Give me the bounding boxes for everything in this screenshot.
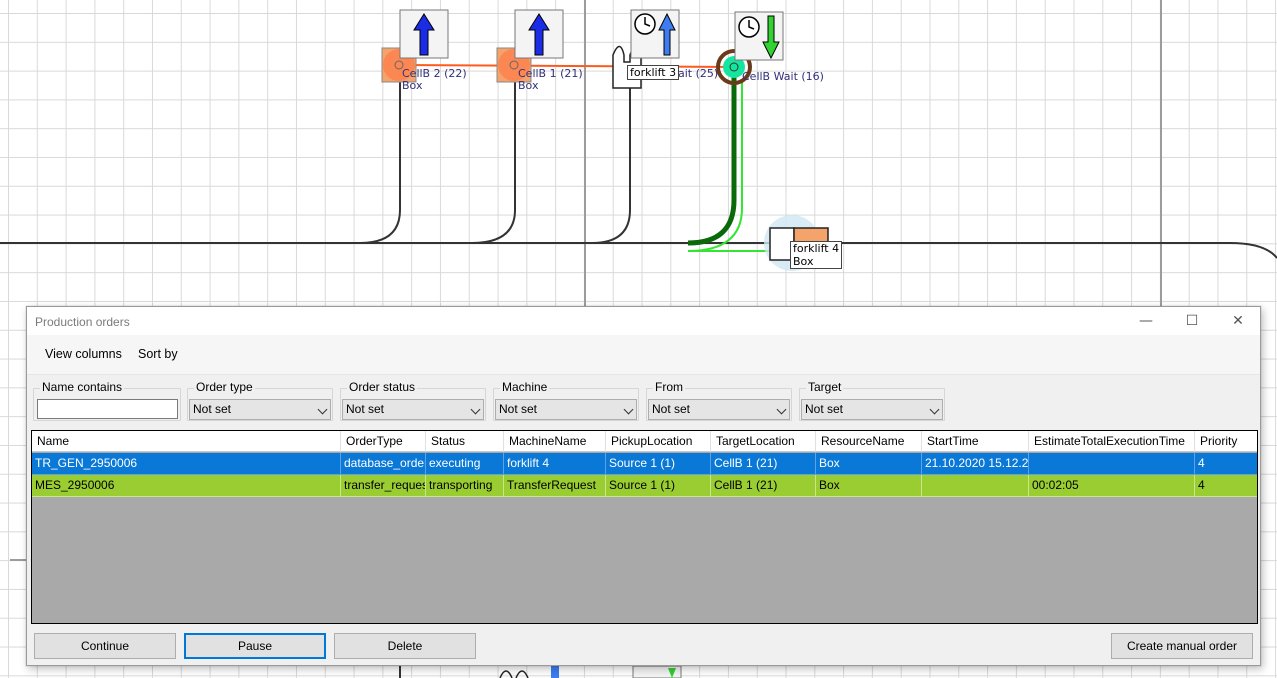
menu-bar: View columns Sort by xyxy=(27,335,1260,375)
cell-targetlocation: CellB 1 (21) xyxy=(711,475,816,497)
cell-starttime xyxy=(922,475,1029,497)
cell-estimatetime xyxy=(1029,453,1195,475)
station-label: ait (25) xyxy=(678,67,719,80)
column-header-resourcename[interactable]: ResourceName xyxy=(816,431,922,452)
filter-machine: Machine Not set xyxy=(493,380,639,421)
cell-status: executing xyxy=(426,453,504,475)
cell-starttime: 21.10.2020 15.12.26 xyxy=(922,453,1029,475)
up-arrow-icon xyxy=(399,9,449,59)
column-header-priority[interactable]: Priority xyxy=(1195,431,1257,452)
cell-priority: 4 xyxy=(1195,475,1257,497)
filter-label: Machine xyxy=(500,380,550,394)
filter-name-contains: Name contains xyxy=(33,380,181,421)
title-bar[interactable]: Production orders — ☐ ✕ xyxy=(27,307,1260,335)
select-value: Not set xyxy=(193,402,232,416)
close-icon: ✕ xyxy=(1232,313,1244,329)
filter-order-type: Order type Not set xyxy=(187,380,333,421)
chevron-down-icon xyxy=(470,404,481,415)
chevron-down-icon xyxy=(776,404,787,415)
select-value: Not set xyxy=(346,402,385,416)
maximize-button[interactable]: ☐ xyxy=(1169,307,1215,335)
menu-sort-by[interactable]: Sort by xyxy=(138,347,178,361)
cell-machinename: forklift 4 xyxy=(504,453,606,475)
table-row[interactable]: MES_2950006 transfer_request transportin… xyxy=(32,475,1257,497)
name-contains-input[interactable] xyxy=(37,399,178,419)
window-title: Production orders xyxy=(35,315,130,329)
cell-resourcename: Box xyxy=(816,453,922,475)
filter-label: Target xyxy=(806,380,844,394)
order-type-select[interactable]: Not set xyxy=(189,399,331,420)
select-value: Not set xyxy=(652,402,691,416)
pause-button[interactable]: Pause xyxy=(184,633,326,659)
column-header-machinename[interactable]: MachineName xyxy=(504,431,606,452)
cell-estimatetime: 00:02:05 xyxy=(1029,475,1195,497)
cell-ordertype: database_order xyxy=(341,453,426,475)
column-header-status[interactable]: Status xyxy=(426,431,504,452)
station-label: CellB 2 (22)Box xyxy=(402,67,467,92)
cell-priority: 4 xyxy=(1195,453,1257,475)
maximize-icon: ☐ xyxy=(1185,313,1199,329)
forklift-tag: forklift 3 xyxy=(627,65,680,80)
column-header-targetlocation[interactable]: TargetLocation xyxy=(711,431,816,452)
orders-grid[interactable]: Name OrderType Status MachineName Pickup… xyxy=(31,430,1258,624)
chevron-down-icon xyxy=(929,404,940,415)
production-orders-window: Production orders — ☐ ✕ View columns Sor… xyxy=(26,306,1261,666)
chevron-down-icon xyxy=(317,404,328,415)
cell-name: TR_GEN_2950006 xyxy=(32,453,341,475)
filter-order-status: Order status Not set xyxy=(340,380,486,421)
column-header-name[interactable]: Name xyxy=(32,431,341,452)
main-track xyxy=(0,242,1277,259)
target-select[interactable]: Not set xyxy=(801,399,943,420)
filter-label: Name contains xyxy=(40,380,125,394)
table-row[interactable]: TR_GEN_2950006 database_order executing … xyxy=(32,453,1257,475)
from-select[interactable]: Not set xyxy=(648,399,790,420)
select-value: Not set xyxy=(805,402,844,416)
active-path xyxy=(687,68,737,246)
track-cellb1 xyxy=(471,78,516,244)
cell-name: MES_2950006 xyxy=(32,475,341,497)
cell-pickuplocation: Source 1 (1) xyxy=(606,453,711,475)
select-value: Not set xyxy=(499,402,538,416)
chevron-down-icon xyxy=(623,404,634,415)
clock-up-arrow-icon xyxy=(630,9,680,59)
column-header-starttime[interactable]: StartTime xyxy=(922,431,1029,452)
filter-label: Order type xyxy=(194,380,255,394)
planned-path xyxy=(687,82,770,252)
column-header-pickuplocation[interactable]: PickupLocation xyxy=(606,431,711,452)
minimize-icon: — xyxy=(1139,313,1153,329)
station-label: CellB Wait (16) xyxy=(742,70,824,83)
cell-targetlocation: CellB 1 (21) xyxy=(711,453,816,475)
cell-status: transporting xyxy=(426,475,504,497)
filter-from: From Not set xyxy=(646,380,792,421)
cell-resourcename: Box xyxy=(816,475,922,497)
track-cellb2 xyxy=(359,78,401,244)
order-status-select[interactable]: Not set xyxy=(342,399,484,420)
filter-target: Target Not set xyxy=(799,380,945,421)
cell-ordertype: transfer_request xyxy=(341,475,426,497)
column-header-estimatetime[interactable]: EstimateTotalExecutionTime xyxy=(1029,431,1195,452)
create-manual-order-button[interactable]: Create manual order xyxy=(1111,633,1253,659)
close-button[interactable]: ✕ xyxy=(1215,307,1261,335)
grid-header: Name OrderType Status MachineName Pickup… xyxy=(32,431,1257,452)
cell-pickuplocation: Source 1 (1) xyxy=(606,475,711,497)
delete-button[interactable]: Delete xyxy=(334,633,476,659)
minimize-button[interactable]: — xyxy=(1123,307,1169,335)
filter-label: Order status xyxy=(347,380,418,394)
track-wait25 xyxy=(591,78,631,244)
up-arrow-icon xyxy=(514,9,564,59)
filter-label: From xyxy=(653,380,685,394)
continue-button[interactable]: Continue xyxy=(34,633,176,659)
cell-machinename: TransferRequest xyxy=(504,475,606,497)
column-header-ordertype[interactable]: OrderType xyxy=(341,431,426,452)
machine-select[interactable]: Not set xyxy=(495,399,637,420)
clock-down-arrow-icon xyxy=(734,11,784,61)
menu-view-columns[interactable]: View columns xyxy=(45,347,122,361)
station-label: CellB 1 (21)Box xyxy=(518,67,583,92)
